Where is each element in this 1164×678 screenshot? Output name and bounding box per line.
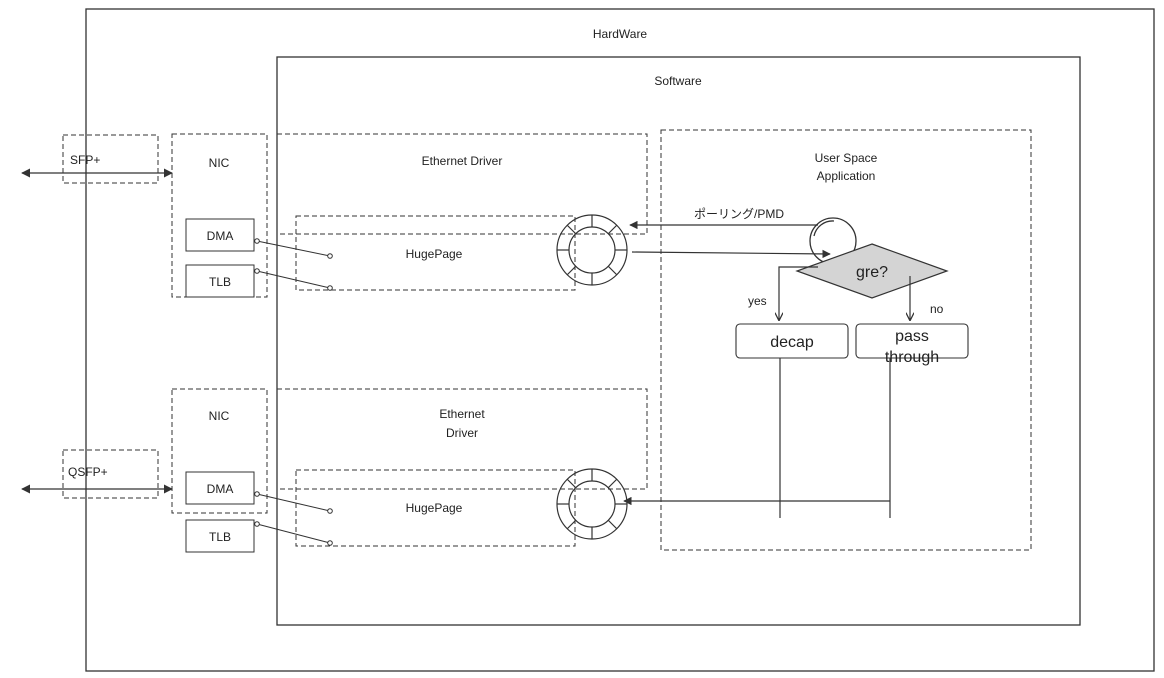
app-title-1: User Space [815,151,878,165]
nic-top-dma-box [185,218,255,252]
nic-bottom-tlb-box [185,519,255,553]
hugepage-bottom-label: HugePage [406,501,463,515]
decap-label: decap [770,334,814,351]
yes-branch-arrow [779,266,818,320]
driver-top-title: Ethernet Driver [422,154,503,168]
pass-through-label-2: through [885,349,939,366]
yes-label: yes [748,294,767,308]
hugepage-bottom: HugePage [295,469,576,547]
nic-bottom: NIC DMA TLB [171,388,268,553]
rx-to-app-arrow [631,249,831,259]
hardware-box: HardWare [85,8,1155,672]
decap-box: decap [735,323,849,359]
pass-through-label-1: pass [895,328,929,345]
nic-bottom-tlb: TLB [209,530,231,544]
memory-mapping-lines [254,238,333,546]
port-sfp: SFP+ [62,134,159,184]
software-box: Software [276,56,1081,626]
software-title: Software [654,74,702,88]
nic-bottom-dma: DMA [207,482,234,496]
nic-top-title: NIC [209,156,230,170]
ethernet-driver-bottom: Ethernet Driver [276,388,648,490]
nic-top: NIC DMA TLB [171,133,268,298]
nic-bottom-dma-box [185,471,255,505]
decision-gre: gre? [795,243,949,299]
nic-top-tlb: TLB [209,275,231,289]
nic-top-dma: DMA [207,229,234,243]
polling-label: ポーリング/PMD [694,207,784,221]
ring-buffer-bottom [556,468,628,540]
driver-bottom-title-2: Driver [446,426,478,440]
app-title-2: Application [817,169,876,183]
hardware-title: HardWare [593,27,648,41]
port-qsfp: QSFP+ [62,449,159,499]
nic-top-tlb-box [185,264,255,298]
driver-bottom-title-1: Ethernet [439,407,485,421]
hugepage-top-label: HugePage [406,247,463,261]
user-space-application: User Space Application [660,129,1032,551]
ring-buffer-top [556,214,628,286]
hugepage-top: HugePage [295,215,576,291]
port-qsfp-label: QSFP+ [68,465,108,479]
nic-bottom-title: NIC [209,409,230,423]
pass-through-box: pass through [855,323,969,366]
decision-label: gre? [856,264,888,281]
port-sfp-label: SFP+ [70,153,100,167]
ethernet-driver-top: Ethernet Driver [276,133,648,235]
tx-output-lines [623,358,891,518]
no-label: no [930,302,944,316]
